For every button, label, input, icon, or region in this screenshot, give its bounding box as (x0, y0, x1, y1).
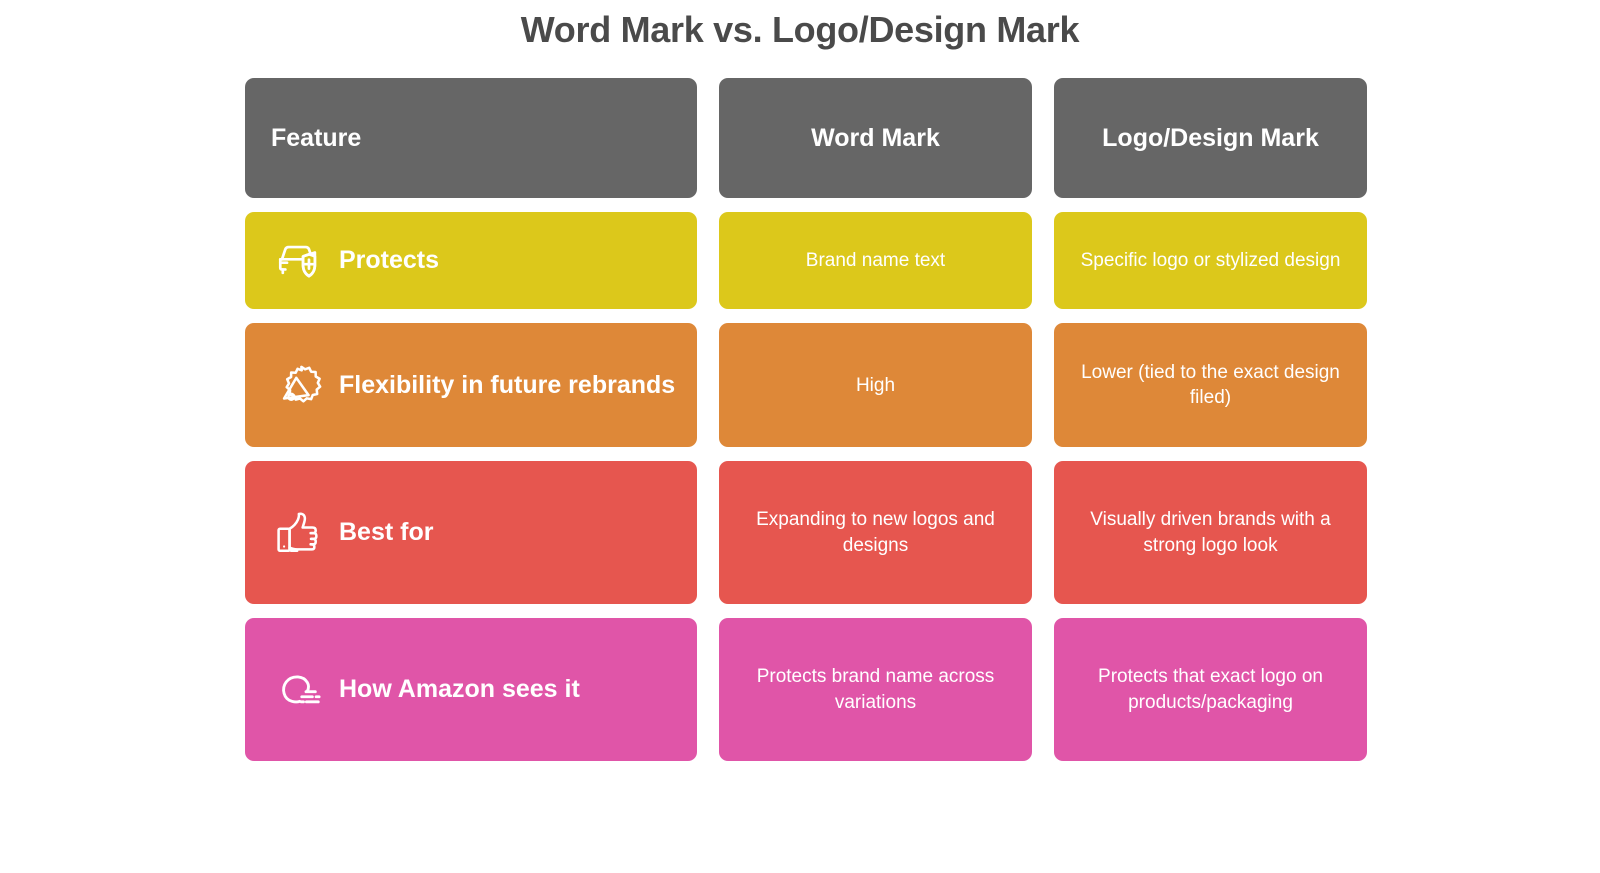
value-label: Visually driven brands with a strong log… (1090, 509, 1331, 556)
comparison-table: Feature Word Mark Logo/Design Mark (245, 51, 1367, 762)
feature-cell-protects: Protects (245, 212, 697, 310)
header-cell-logo-design-mark: Logo/Design Mark (1054, 78, 1367, 199)
table-row: Best for Expanding to new logos and desi… (245, 461, 1367, 605)
value-cell-word-mark: Expanding to new logos and designs (719, 461, 1032, 605)
feature-label: Protects (339, 246, 440, 275)
page-title: Word Mark vs. Logo/Design Mark (520, 9, 1080, 50)
cloud-lines-icon (271, 663, 325, 717)
feature-cell-flexibility: Flexibility in future rebrands (245, 323, 697, 448)
table-row: Protects Brand name text Specific logo o… (245, 212, 1367, 310)
value-cell-logo-design-mark: Protects that exact logo on products/pac… (1054, 618, 1367, 762)
header-label-feature: Feature (271, 123, 362, 152)
table-row: How Amazon sees it Protects brand name a… (245, 618, 1367, 762)
value-label: High (855, 374, 896, 396)
table-row: Flexibility in future rebrands High Lowe… (245, 323, 1367, 448)
value-label: Specific logo or stylized design (1080, 250, 1341, 272)
header-cell-feature: Feature (245, 78, 697, 199)
value-cell-word-mark: High (719, 323, 1032, 448)
feature-cell-how-amazon-sees-it: How Amazon sees it (245, 618, 697, 762)
feature-label: Flexibility in future rebrands (339, 370, 676, 399)
feature-label: Best for (339, 518, 434, 547)
gear-arrow-icon (271, 358, 325, 412)
feature-cell-best-for: Best for (245, 461, 697, 605)
header-label-logo-design-mark: Logo/Design Mark (1102, 123, 1319, 152)
value-cell-logo-design-mark: Specific logo or stylized design (1054, 212, 1367, 310)
header-label-word-mark: Word Mark (811, 123, 940, 152)
value-label: Protects brand name across variations (756, 666, 995, 713)
value-label: Protects that exact logo on products/pac… (1098, 666, 1323, 713)
value-cell-logo-design-mark: Visually driven brands with a strong log… (1054, 461, 1367, 605)
value-cell-word-mark: Protects brand name across variations (719, 618, 1032, 762)
header-cell-word-mark: Word Mark (719, 78, 1032, 199)
value-cell-logo-design-mark: Lower (tied to the exact design filed) (1054, 323, 1367, 448)
value-label: Expanding to new logos and designs (756, 509, 995, 556)
value-label: Brand name text (805, 250, 946, 272)
feature-label: How Amazon sees it (339, 675, 580, 704)
car-shield-plus-icon (271, 234, 325, 288)
value-label: Lower (tied to the exact design filed) (1081, 361, 1340, 409)
value-cell-word-mark: Brand name text (719, 212, 1032, 310)
table-header-row: Feature Word Mark Logo/Design Mark (245, 78, 1367, 199)
thumbs-up-icon (271, 506, 325, 560)
